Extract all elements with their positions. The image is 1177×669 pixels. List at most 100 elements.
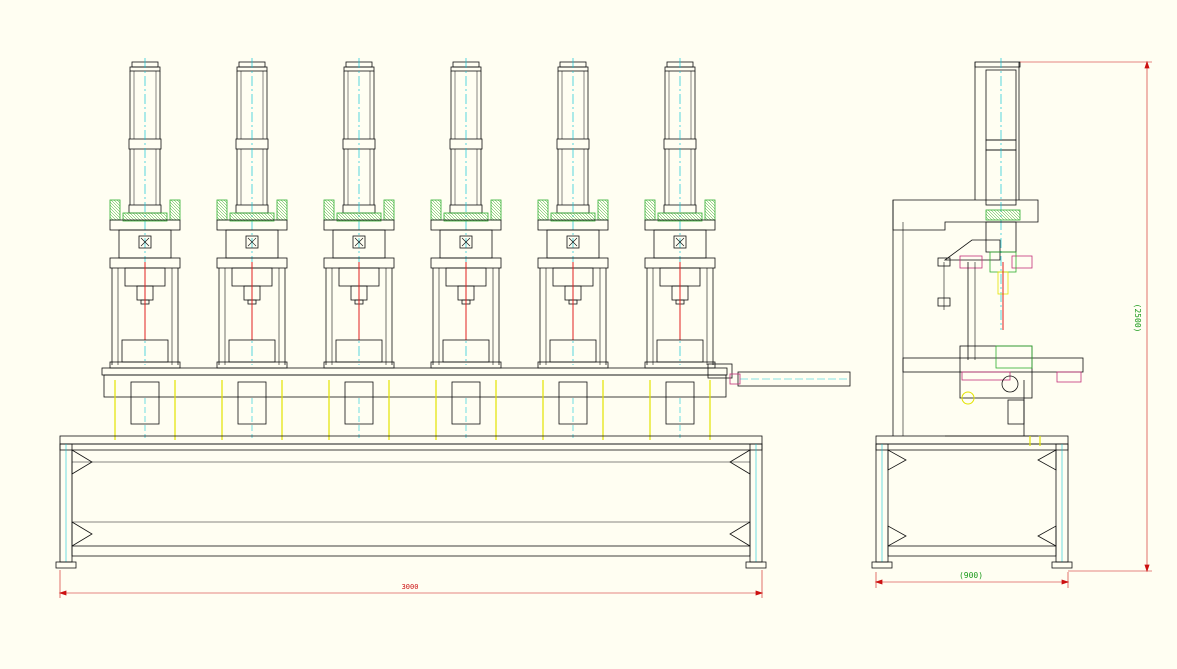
right-bracket-hatch-hatch <box>387 199 395 207</box>
side-clamp-hatch-hatch <box>1008 209 1020 221</box>
die-cushion-4 <box>451 381 481 425</box>
side-slide-end <box>1056 371 1082 383</box>
left-bracket-hatch-hatch <box>644 210 655 221</box>
side-magenta-bar <box>961 371 1011 381</box>
top-plate-hatch-hatch <box>590 212 596 218</box>
left-bracket-hatch-hatch <box>323 216 328 221</box>
foot-right <box>745 561 767 569</box>
right-bracket-hatch-hatch <box>383 213 391 221</box>
frame-top-rail-lower <box>59 443 763 451</box>
left-bracket-hatch-hatch <box>430 216 435 221</box>
side-slide-rail <box>902 357 1084 373</box>
gusset-left-bottom <box>71 521 93 547</box>
side-clamp-hatch-hatch <box>1011 209 1021 219</box>
top-plate-hatch-hatch <box>657 217 662 222</box>
side-elevation-view: (900) (2500) <box>871 58 1152 588</box>
left-bracket-hatch-hatch <box>645 199 656 210</box>
side-gusset-bl <box>887 525 907 547</box>
right-bracket-hatch <box>490 199 502 221</box>
top-plate-hatch-hatch <box>269 212 275 218</box>
frame-top-rail <box>59 435 763 445</box>
right-bracket-hatch-hatch <box>276 207 288 219</box>
side-conveyor-arm <box>707 363 851 387</box>
dim-arrow-left <box>58 590 67 596</box>
top-plate-hatch-hatch <box>550 217 555 222</box>
side-clamp-hatch-hatch <box>1017 209 1021 213</box>
dim-arrow-right <box>755 590 764 596</box>
foot-left <box>55 561 77 569</box>
top-plate-hatch-hatch <box>480 212 489 221</box>
right-bracket-hatch-hatch <box>708 199 716 207</box>
left-bracket-hatch <box>109 199 121 221</box>
left-bracket-hatch-hatch <box>644 207 656 219</box>
right-bracket-hatch-hatch <box>383 207 395 219</box>
right-bracket-hatch-hatch <box>704 216 709 221</box>
side-foot-right <box>1051 561 1073 569</box>
right-bracket-hatch-hatch <box>490 210 501 221</box>
top-plate-hatch-hatch <box>443 217 448 222</box>
side-green-housing <box>995 345 1033 369</box>
coupler-x2 <box>247 237 257 247</box>
side-clamp-hatch-hatch <box>985 213 993 221</box>
side-roller-2 <box>1001 375 1019 393</box>
side-cylinder-cap <box>974 61 1021 68</box>
side-clamp-hatch-hatch <box>990 209 1002 221</box>
guide-coupler <box>566 235 580 249</box>
side-clamp-hatch-hatch <box>996 209 1008 221</box>
right-bracket-hatch-hatch <box>490 213 498 221</box>
side-gusset-br <box>1037 525 1057 547</box>
side-clamp-hatch-hatch <box>1014 209 1021 216</box>
side-base-top <box>875 435 1069 445</box>
worktable-top <box>101 367 728 376</box>
left-bracket-hatch-hatch <box>537 207 549 219</box>
side-clamp-hatch-hatch <box>993 209 1005 221</box>
top-plate-hatch-hatch <box>165 212 168 215</box>
coupler-x2 <box>140 237 150 247</box>
left-bracket-hatch-hatch <box>648 199 656 207</box>
left-bracket-hatch-hatch <box>431 199 442 210</box>
right-bracket-hatch-hatch <box>169 216 174 221</box>
top-plate-hatch-hatch <box>122 217 127 222</box>
right-bracket-hatch <box>597 199 609 221</box>
left-bracket-hatch-hatch <box>323 210 334 221</box>
top-plate-hatch-hatch <box>162 212 168 218</box>
left-bracket-hatch-hatch <box>323 207 335 219</box>
left-bracket-hatch-hatch <box>217 199 228 210</box>
top-plate-hatch-hatch <box>229 217 234 222</box>
coupler-x2 <box>354 237 364 247</box>
right-bracket-hatch <box>276 199 288 221</box>
side-h-arrow-bottom <box>1144 564 1150 573</box>
left-bracket-hatch-hatch <box>216 204 228 216</box>
top-plate-hatch-hatch <box>373 212 382 221</box>
frame-bottom-rail <box>71 545 751 557</box>
right-bracket-hatch-hatch <box>490 204 502 216</box>
side-clamp-hatch <box>985 209 1021 221</box>
top-plate-hatch-hatch <box>159 212 168 221</box>
top-plate-hatch-hatch <box>376 212 382 218</box>
conveyor-cylinder <box>737 371 851 387</box>
right-bracket-hatch-hatch <box>598 199 609 210</box>
left-bracket-hatch-hatch <box>430 201 442 213</box>
left-bracket-hatch-hatch <box>109 210 120 221</box>
left-bracket-hatch-hatch <box>109 216 114 221</box>
side-clamp-hatch-hatch <box>1002 209 1014 221</box>
left-bracket-hatch-hatch <box>109 201 121 213</box>
right-bracket-hatch-hatch <box>170 199 181 210</box>
side-w-arrow-right <box>1061 579 1070 585</box>
left-bracket-hatch-hatch <box>644 213 652 221</box>
side-h-arrow-top <box>1144 60 1150 69</box>
gusset-right-bottom <box>729 521 751 547</box>
left-bracket-hatch-hatch <box>109 207 121 219</box>
left-bracket-hatch-hatch <box>216 201 228 213</box>
guide-coupler <box>138 235 152 249</box>
left-bracket-hatch-hatch <box>537 204 549 216</box>
right-bracket-hatch-hatch <box>169 201 181 213</box>
right-bracket-hatch-hatch <box>597 213 605 221</box>
left-bracket-hatch-hatch <box>109 204 121 216</box>
side-clamp-hatch-hatch <box>985 216 990 221</box>
right-bracket-hatch-hatch <box>169 213 177 221</box>
right-bracket-hatch-hatch <box>597 204 609 216</box>
side-clamp-hatch-outline <box>985 209 1021 221</box>
right-bracket-hatch <box>383 199 395 221</box>
top-plate-hatch-hatch <box>272 212 275 215</box>
